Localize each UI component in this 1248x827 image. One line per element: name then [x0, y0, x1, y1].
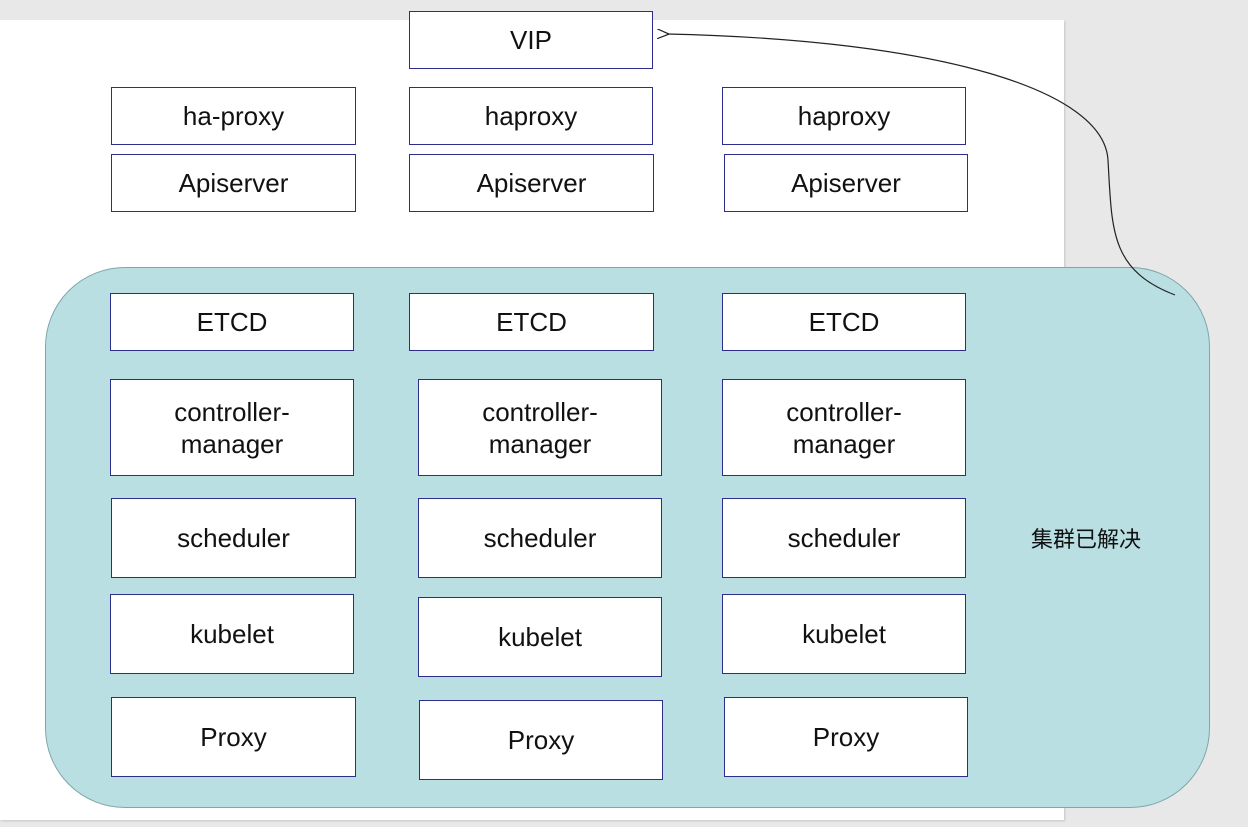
- kubelet-box-3: kubelet: [722, 594, 966, 674]
- ha-proxy-box-1: ha-proxy: [111, 87, 356, 145]
- proxy-box-3: Proxy: [724, 697, 968, 777]
- cluster-status-label: 集群已解决: [1031, 528, 1142, 553]
- etcd-box-1: ETCD: [110, 293, 354, 351]
- etcd-box-3: ETCD: [722, 293, 966, 351]
- kubelet-box-1: kubelet: [110, 594, 354, 674]
- kubelet-box-2: kubelet: [418, 597, 662, 677]
- apiserver-box-3: Apiserver: [724, 154, 968, 212]
- scheduler-box-1: scheduler: [111, 498, 356, 578]
- scheduler-box-3: scheduler: [722, 498, 966, 578]
- scheduler-box-2: scheduler: [418, 498, 662, 578]
- proxy-box-1: Proxy: [111, 697, 356, 777]
- controller-manager-box-2: controller- manager: [418, 379, 662, 476]
- vip-box: VIP: [409, 11, 653, 69]
- proxy-box-2: Proxy: [419, 700, 663, 780]
- controller-manager-box-3: controller- manager: [722, 379, 966, 476]
- controller-manager-box-1: controller- manager: [110, 379, 354, 476]
- apiserver-box-1: Apiserver: [111, 154, 356, 212]
- apiserver-box-2: Apiserver: [409, 154, 654, 212]
- etcd-box-2: ETCD: [409, 293, 654, 351]
- haproxy-box-2: haproxy: [409, 87, 653, 145]
- haproxy-box-3: haproxy: [722, 87, 966, 145]
